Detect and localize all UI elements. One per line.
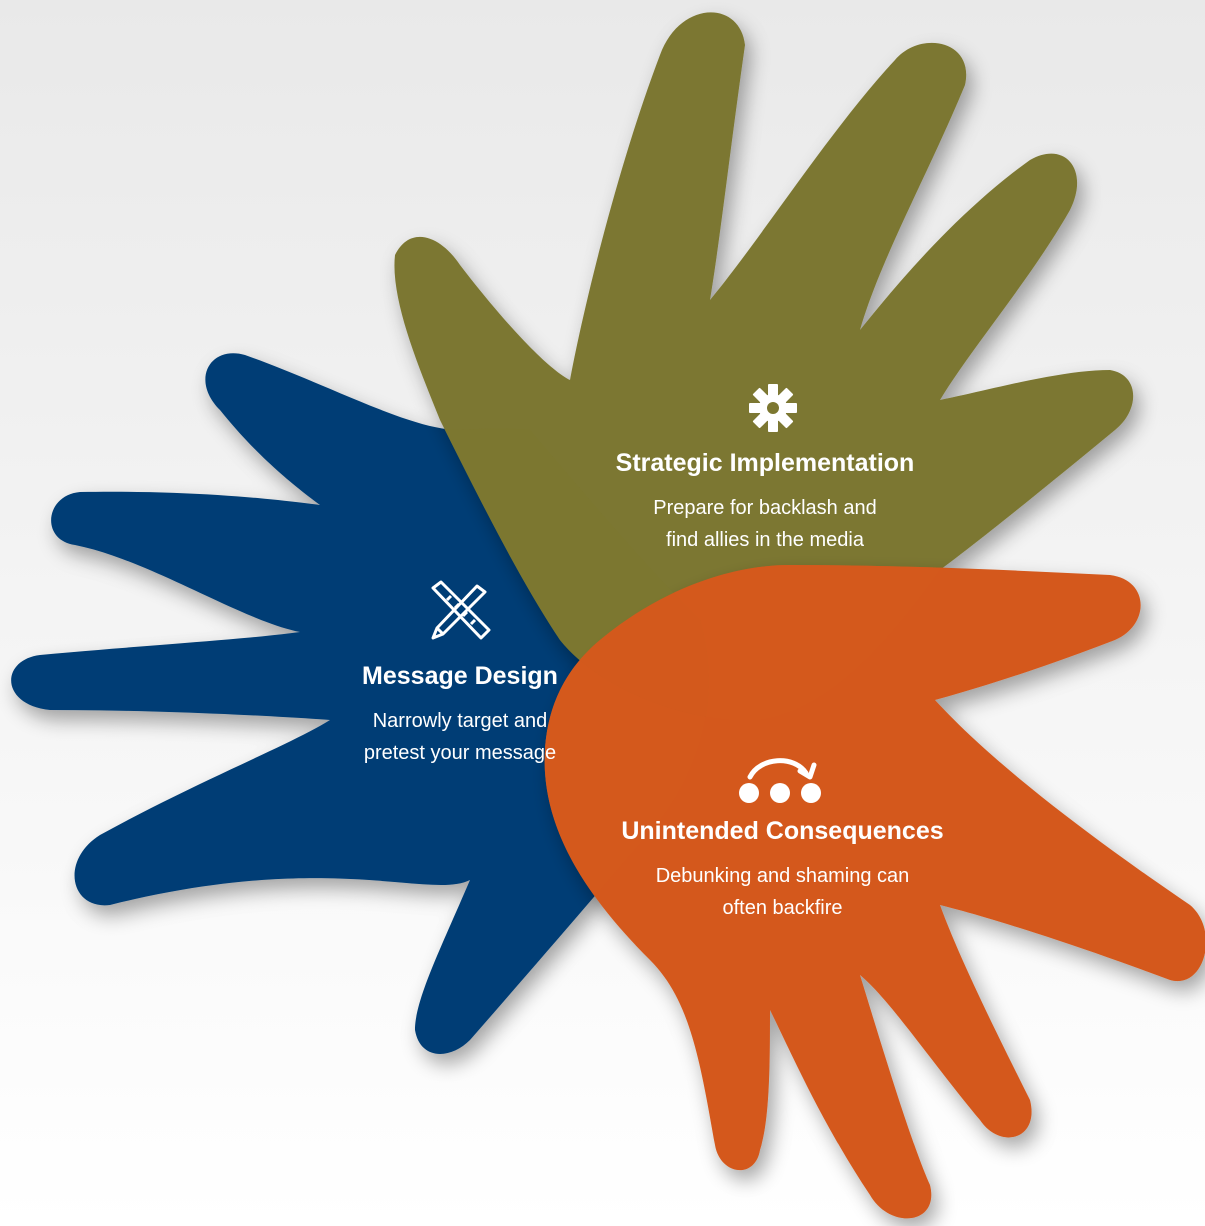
strategic-implementation-label: Strategic Implementation Prepare for bac… xyxy=(560,448,970,556)
unintended-description: Debunking and shaming can often backfire xyxy=(580,860,985,924)
message-design-title: Message Design xyxy=(362,662,558,690)
pencil-ruler-icon xyxy=(431,580,491,640)
unintended-title: Unintended Consequences xyxy=(621,817,944,845)
strategic-desc-line-1: Prepare for backlash and xyxy=(653,497,877,519)
unintended-desc-line-2: often backfire xyxy=(722,897,843,919)
strategic-desc-line-2: find allies in the media xyxy=(666,529,864,551)
gear-icon xyxy=(749,384,797,432)
arc-arrow-dots-icon xyxy=(739,758,821,803)
unintended-consequences-hand xyxy=(544,565,1205,1219)
message-desc-line-2: pretest your message xyxy=(363,742,557,764)
message-desc-line-1: Narrowly target and xyxy=(372,710,548,732)
unintended-desc-line-1: Debunking and shaming can xyxy=(655,865,910,887)
hand-orange-shape xyxy=(544,565,1205,1219)
strategic-title: Strategic Implementation xyxy=(615,449,915,477)
unintended-consequences-label: Unintended Consequences Debunking and sh… xyxy=(580,816,985,924)
message-design-label: Message Design Narrowly target and prete… xyxy=(310,661,610,769)
message-design-description: Narrowly target and pretest your message xyxy=(310,705,610,769)
strategic-description: Prepare for backlash and find allies in … xyxy=(560,492,970,556)
